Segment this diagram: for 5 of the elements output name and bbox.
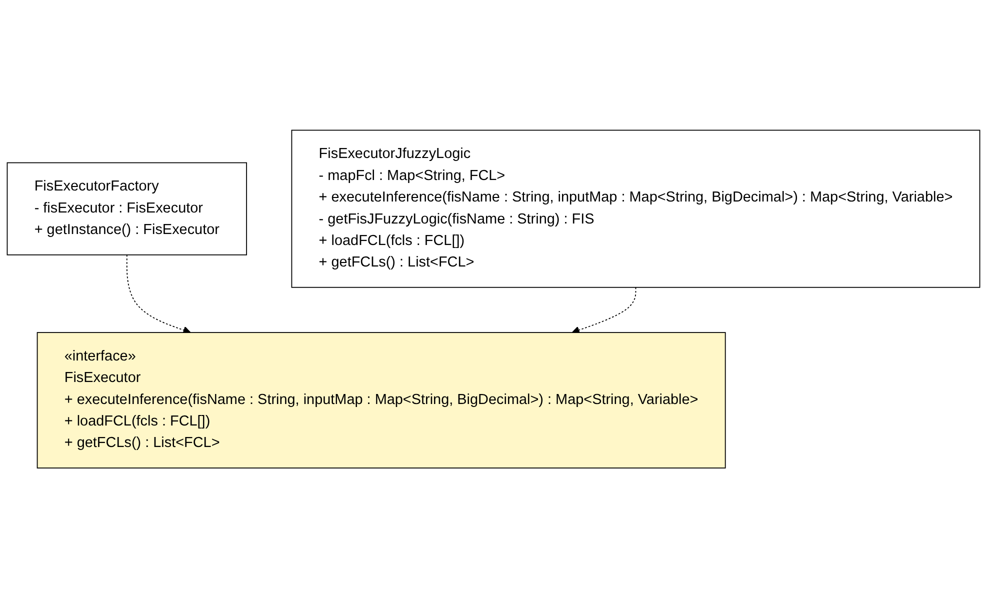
node-box: FisExecutorFactory - fisExecutor : FisExecutor + getInstance() : FisExecutor [6,162,247,256]
node-box: «interface» FisExecutor + executeInference(fisName : String, inputMap : Map<String, BigDecimal>) : Map<String, Variable> + loadFCL(fcls : FCL[]) + getFCLs() : List<FCL> [36,332,726,469]
arrow [126,254,191,334]
node-box: FisExecutorJfuzzyLogic - mapFcl : Map<String, FCL> + executeInference(fisName : String, inputMap : Map<String, BigDecimal>) : Map<String, Variable> - getFisJFuzzyLogic(fisName : String) : FIS + loadFCL(fcls : FCL[]) + getFCLs() : List<FCL> [291,130,980,288]
arrow [572,287,636,334]
